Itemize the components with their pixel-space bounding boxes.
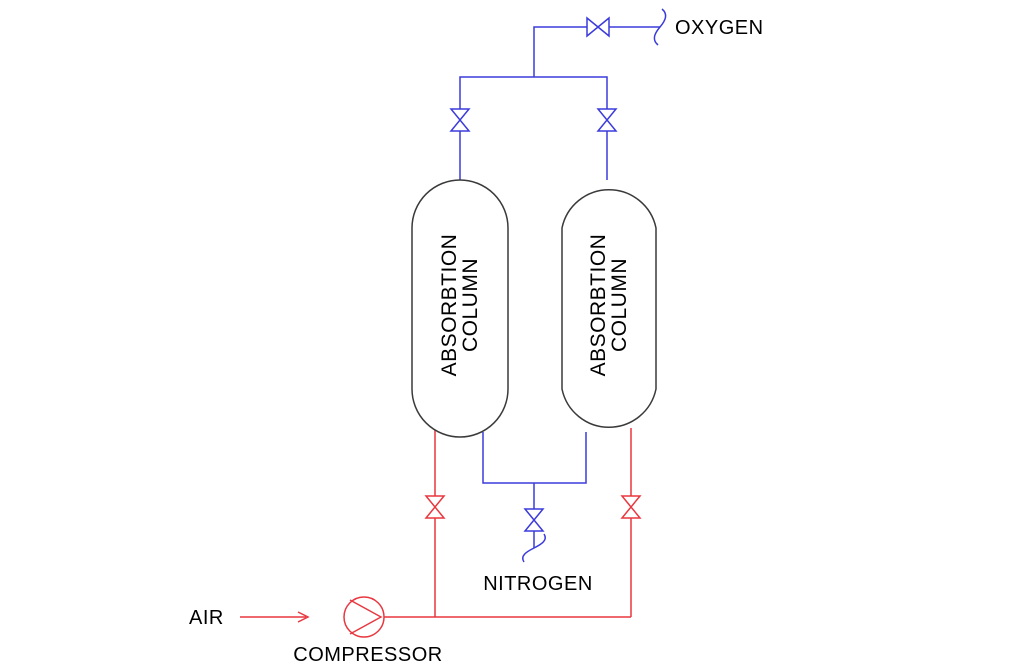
absorption-column-left <box>411 179 509 438</box>
nitrogen-label: NITROGEN <box>483 573 593 595</box>
compressor-icon <box>343 596 385 638</box>
valve-oxygen-outlet <box>586 16 610 38</box>
valve-air-left <box>424 495 446 519</box>
compressor-label: COMPRESSOR <box>293 644 442 666</box>
oxygen-label: OXYGEN <box>675 17 764 39</box>
column-right-label-line2: COLUMN <box>608 258 631 352</box>
column-left-label-line2: COLUMN <box>459 258 482 352</box>
valve-oxygen-left <box>449 108 471 132</box>
oxygen-outlet-symbol <box>653 8 667 46</box>
column-left-label-line1: ABSORBTION <box>438 234 461 377</box>
valve-oxygen-right <box>596 108 618 132</box>
absorption-column-right <box>561 189 657 428</box>
valve-air-right <box>620 495 642 519</box>
oxygen-piping <box>459 26 660 180</box>
nitrogen-outlet-symbol <box>522 533 546 563</box>
air-label: AIR <box>189 607 224 629</box>
column-right-label-line1: ABSORBTION <box>587 234 610 377</box>
valve-nitrogen <box>523 508 545 532</box>
air-piping <box>240 428 632 623</box>
